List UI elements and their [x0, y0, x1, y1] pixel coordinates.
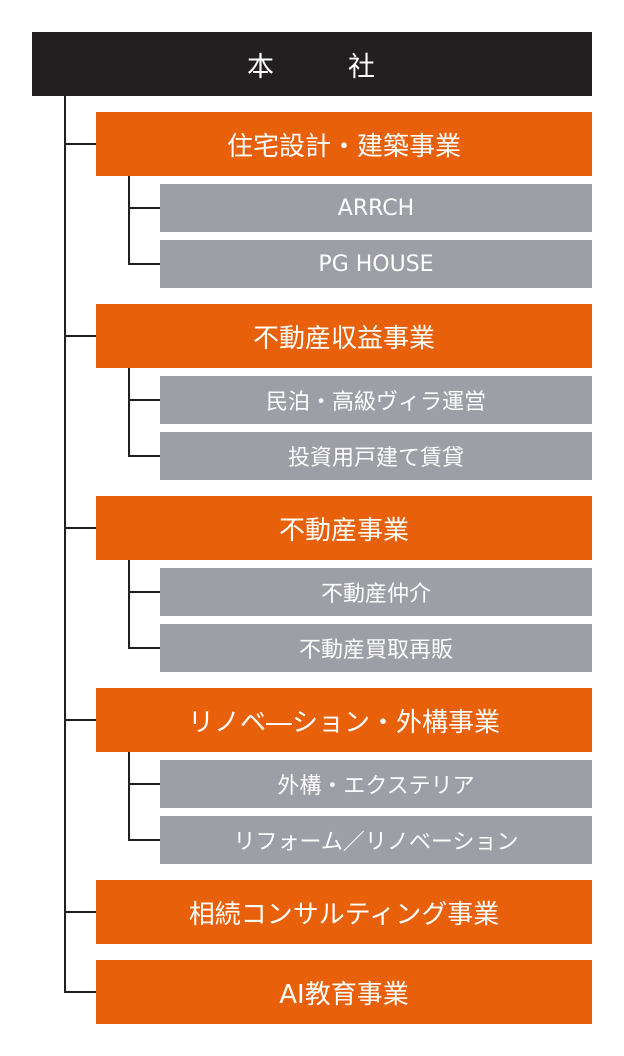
- sub-trunk-connector: [128, 560, 130, 649]
- sub-branch-connector: [128, 263, 160, 265]
- branch-connector: [64, 335, 96, 337]
- unit-label: 不動産仲介: [320, 582, 431, 607]
- unit-label: 不動産買取再販: [298, 638, 453, 663]
- division-node: リノベ―ション・外構事業: [96, 688, 592, 752]
- sub-branch-connector: [128, 399, 160, 401]
- branch-connector: [64, 527, 96, 529]
- division-node: 相続コンサルティング事業: [96, 880, 592, 944]
- division-node: 住宅設計・建築事業: [96, 112, 592, 176]
- division-label: 不動産事業: [278, 515, 409, 546]
- division-label: AI教育事業: [279, 979, 409, 1010]
- branch-connector: [64, 911, 96, 913]
- sub-branch-connector: [128, 207, 160, 209]
- unit-label: リフォーム／リノベーション: [233, 830, 519, 855]
- unit-node: ARRCH: [160, 184, 592, 232]
- trunk-connector: [64, 96, 66, 993]
- division-node: AI教育事業: [96, 960, 592, 1024]
- sub-branch-connector: [128, 455, 160, 457]
- division-label: リノベ―ション・外構事業: [187, 707, 500, 738]
- unit-node: 不動産買取再販: [160, 624, 592, 672]
- root-label-left: 本: [247, 51, 276, 83]
- sub-trunk-connector: [128, 368, 130, 457]
- unit-node: 民泊・高級ヴィラ運営: [160, 376, 592, 424]
- unit-label: 投資用戸建て賃貸: [287, 446, 464, 471]
- division-node: 不動産収益事業: [96, 304, 592, 368]
- sub-branch-connector: [128, 783, 160, 785]
- division-label: 相続コンサルティング事業: [188, 899, 500, 930]
- branch-connector: [64, 719, 96, 721]
- unit-label: PG HOUSE: [318, 251, 434, 277]
- unit-node: PG HOUSE: [160, 240, 592, 288]
- sub-branch-connector: [128, 647, 160, 649]
- sub-branch-connector: [128, 591, 160, 593]
- branch-connector: [64, 143, 96, 145]
- unit-node: 投資用戸建て賃貸: [160, 432, 592, 480]
- sub-trunk-connector: [128, 176, 130, 265]
- root-node-head-office: 本 社: [32, 32, 592, 96]
- unit-node: リフォーム／リノベーション: [160, 816, 592, 864]
- unit-node: 外構・エクステリア: [160, 760, 592, 808]
- branch-connector: [64, 991, 96, 993]
- division-label: 不動産収益事業: [252, 323, 435, 354]
- sub-trunk-connector: [128, 752, 130, 841]
- division-label: 住宅設計・建築事業: [226, 131, 461, 162]
- sub-branch-connector: [128, 839, 160, 841]
- unit-label: ARRCH: [337, 195, 415, 221]
- unit-node: 不動産仲介: [160, 568, 592, 616]
- root-label-right: 社: [348, 51, 377, 83]
- unit-label: 民泊・高級ヴィラ運営: [265, 390, 486, 415]
- division-node: 不動産事業: [96, 496, 592, 560]
- unit-label: 外構・エクステリア: [277, 774, 475, 799]
